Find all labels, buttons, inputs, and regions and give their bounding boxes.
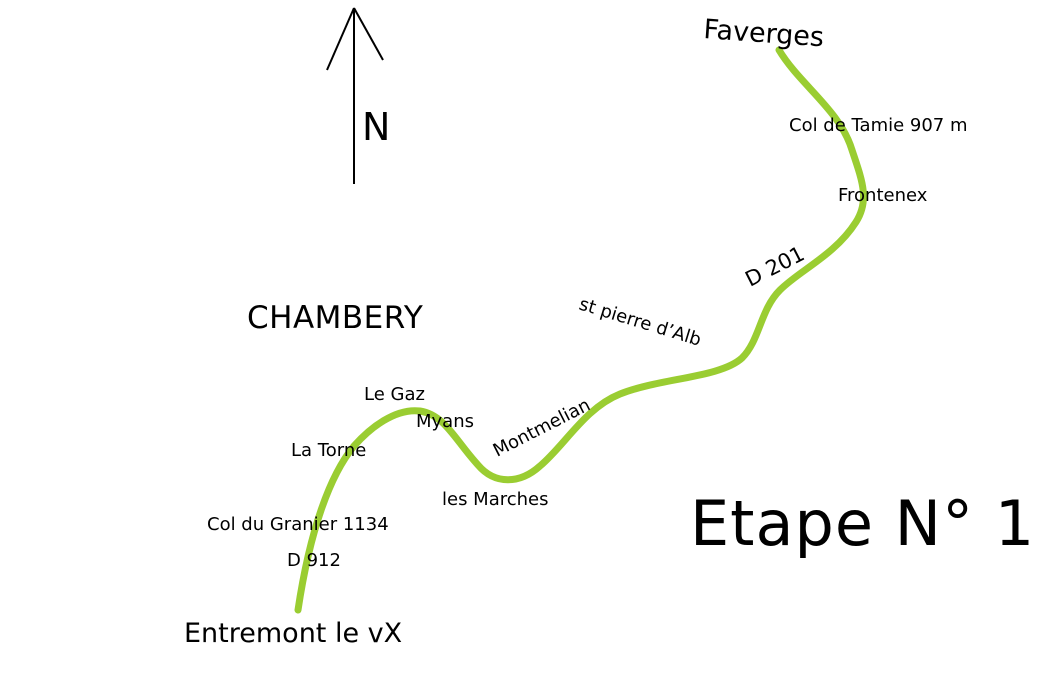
north-arrow: N <box>326 7 390 184</box>
route-start-label: Faverges <box>703 14 826 53</box>
place-frontenex: Frontenex <box>838 185 928 206</box>
north-label: N <box>362 105 390 149</box>
north-arrow-head-right <box>353 7 384 61</box>
road-d912-label: D 912 <box>287 550 341 571</box>
place-col-du-granier: Col du Granier 1134 <box>207 514 389 535</box>
place-st-pierre-dalb: st pierre d’Alb <box>577 294 704 351</box>
road-d201-label: D 201 <box>741 241 808 291</box>
place-le-gaz: Le Gaz <box>364 384 425 405</box>
route-end-label: Entremont le vX <box>184 618 402 649</box>
city-chambery: CHAMBERY <box>247 300 423 336</box>
north-arrow-head-left <box>326 7 355 71</box>
place-les-marches: les Marches <box>442 489 549 510</box>
place-myans: Myans <box>416 411 474 432</box>
map-title: Etape N° 1 <box>690 487 1035 560</box>
place-la-torne: La Torne <box>291 440 366 461</box>
route-line <box>294 46 867 614</box>
place-col-de-tamie: Col de Tamie 907 m <box>789 115 968 136</box>
